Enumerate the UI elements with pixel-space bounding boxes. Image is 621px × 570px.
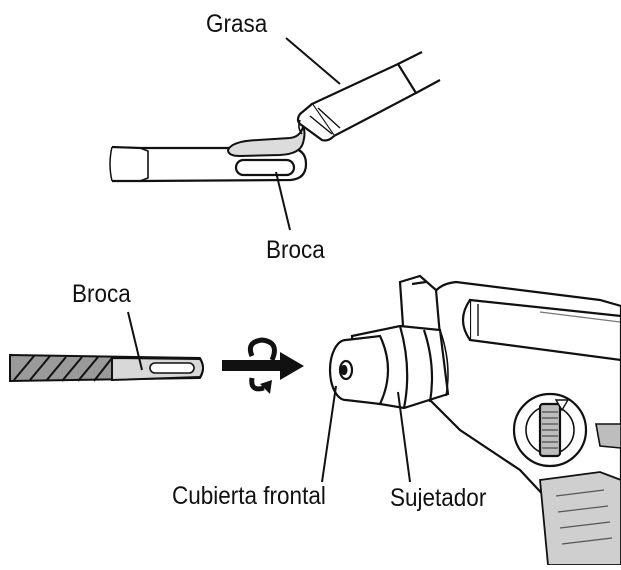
bit-shank-top xyxy=(109,145,308,183)
grease-application-figure xyxy=(109,37,441,231)
grease-tube xyxy=(296,51,441,142)
bit-label-bottom: Broca xyxy=(72,280,131,308)
rotate-and-push-arrow-icon xyxy=(222,337,304,394)
grease-label: Grasa xyxy=(206,10,268,38)
drill-bit-side xyxy=(9,311,204,383)
bit-label-top: Broca xyxy=(266,236,325,264)
grease-blob xyxy=(226,124,306,158)
front-cover-label: Cubierta frontal xyxy=(172,482,326,510)
rotary-hammer xyxy=(328,274,621,567)
holder-label: Sujetador xyxy=(390,484,487,512)
